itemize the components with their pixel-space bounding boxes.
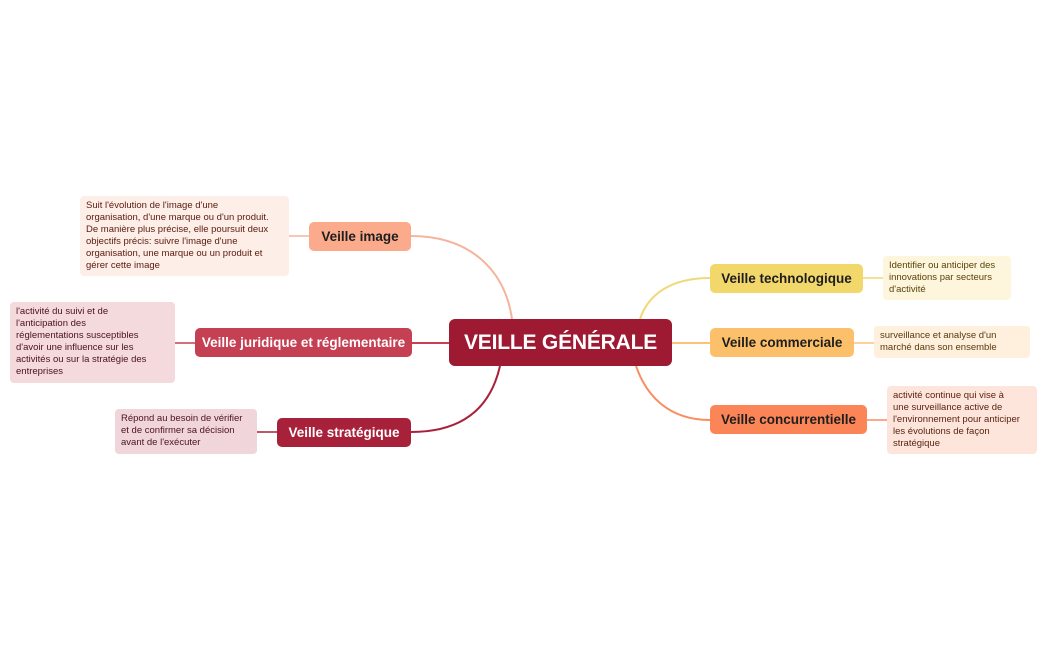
central-topic[interactable]: VEILLE GÉNÉRALE <box>449 319 672 366</box>
connector-veille-image <box>410 235 513 320</box>
note-veille-technologique[interactable]: Identifier ou anticiper des innovations … <box>883 256 1011 300</box>
note-veille-concurrentielle[interactable]: activité continue qui vise à une surveil… <box>887 386 1037 454</box>
topic-veille-image[interactable]: Veille image <box>309 222 411 251</box>
note-veille-juridique[interactable]: l'activité du suivi et de l'anticipation… <box>10 302 175 383</box>
note-veille-commerciale[interactable]: surveillance et analyse d'un marché dans… <box>874 326 1030 358</box>
topic-veille-juridique[interactable]: Veille juridique et réglementaire <box>195 328 412 357</box>
topic-veille-strategique[interactable]: Veille stratégique <box>277 418 411 447</box>
connector-veille-strategique <box>410 365 501 433</box>
note-veille-strategique[interactable]: Répond au besoin de vérifier et de confi… <box>115 409 257 454</box>
connector-veille-concurrentielle <box>635 365 711 421</box>
topic-veille-commerciale[interactable]: Veille commerciale <box>710 328 854 357</box>
topic-veille-concurrentielle[interactable]: Veille concurrentielle <box>710 405 867 434</box>
note-veille-image[interactable]: Suit l'évolution de l'image d'une organi… <box>80 196 289 276</box>
connector-veille-technologique <box>639 277 711 320</box>
topic-veille-technologique[interactable]: Veille technologique <box>710 264 863 293</box>
